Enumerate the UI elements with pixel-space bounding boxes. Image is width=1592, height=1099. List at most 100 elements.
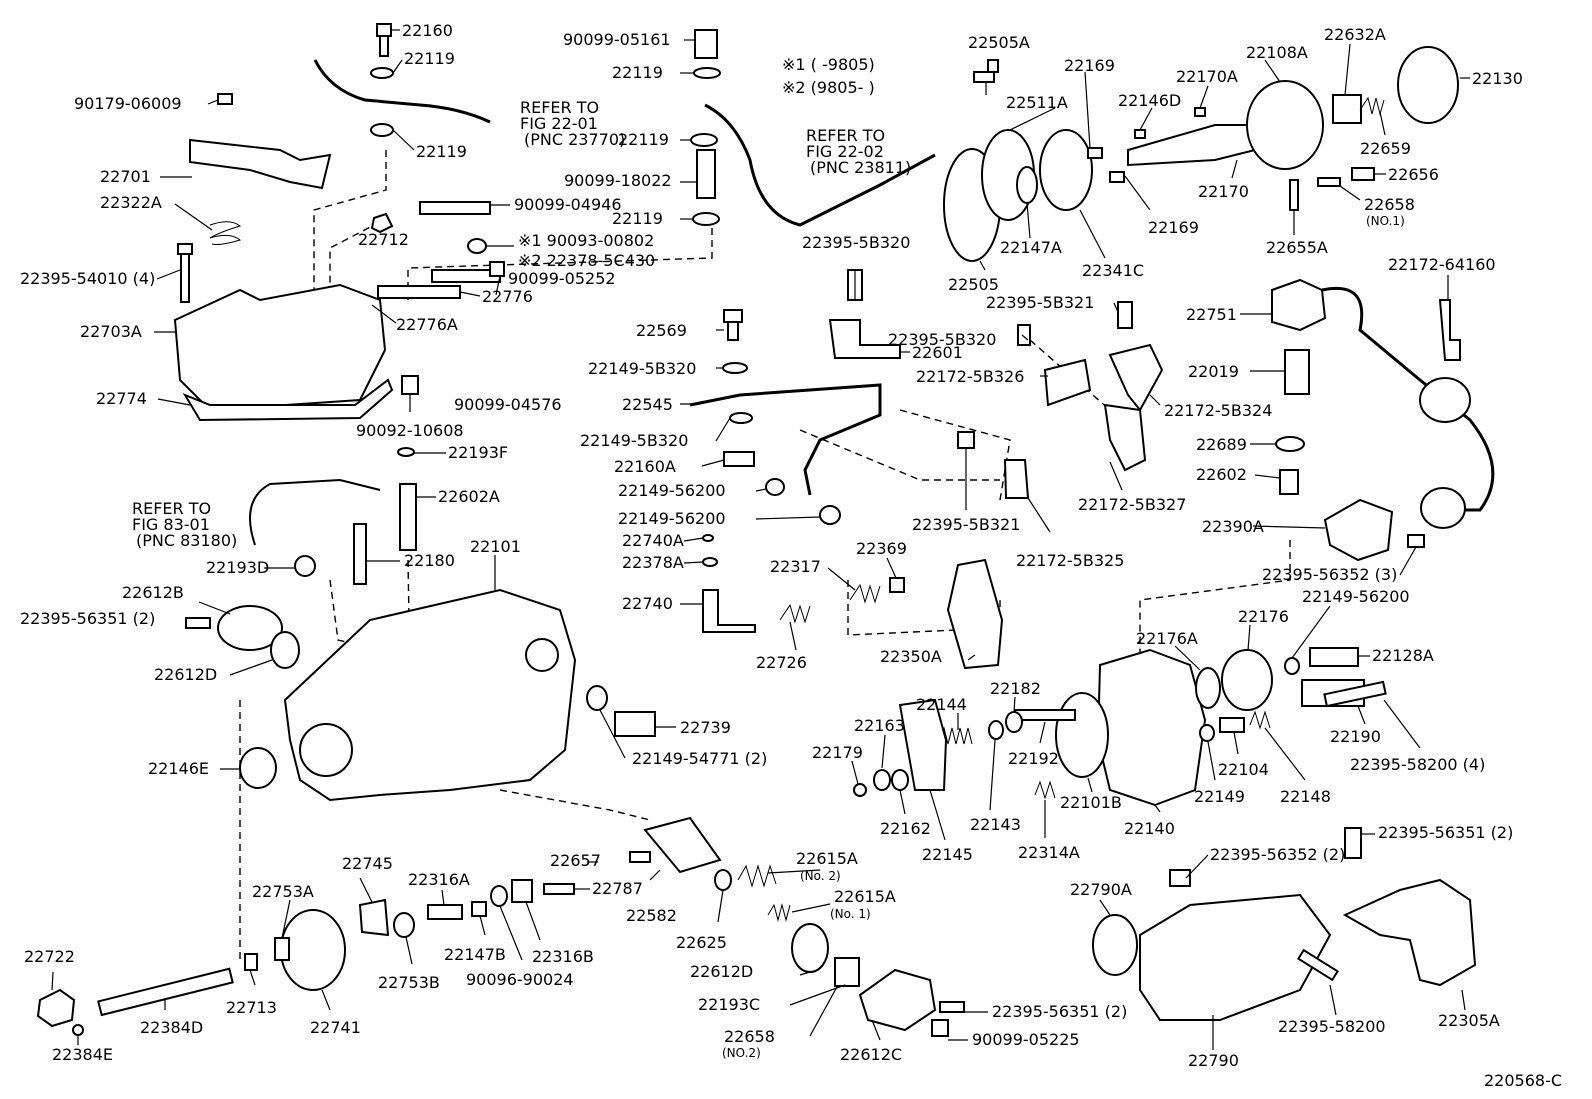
label-22179: 22179: [812, 743, 863, 762]
bracket-22601: [828, 319, 901, 359]
label-22119-c: 22119: [612, 63, 663, 82]
label-22378A: 22378A: [622, 553, 684, 572]
label-22712: 22712: [358, 230, 409, 249]
label-22751: 22751: [1186, 305, 1237, 324]
label-22130: 22130: [1472, 69, 1523, 88]
label-22740A: 22740A: [622, 531, 684, 550]
bolt-22395-58200-b: [1297, 948, 1339, 982]
cover-22612B: [217, 605, 283, 651]
label-90179-06009: 90179-06009: [74, 94, 182, 113]
bolt-22395-56351-c: [1344, 827, 1362, 859]
label-22143: 22143: [970, 815, 1021, 834]
governor-cover-22703A: [173, 283, 387, 412]
valve-22658-no2: [834, 957, 860, 987]
label-22395-5B320-b: 22395-5B320: [888, 330, 996, 349]
spring-22615A-no2: [737, 864, 777, 888]
weight-22632A: [1332, 94, 1362, 124]
washer-22182: [1005, 711, 1023, 733]
label-22101: 22101: [470, 537, 521, 556]
label-22149: 22149: [1194, 787, 1245, 806]
housing-22108A: [1246, 80, 1324, 170]
bolt-22395-5B321-b: [957, 431, 975, 449]
label-22169-a: 22169: [1064, 56, 1115, 75]
svg-text:(PNC 83180): (PNC 83180): [136, 531, 237, 550]
label-22119-d: 22119: [618, 130, 669, 149]
spring-22322A: [209, 221, 242, 245]
label-22163: 22163: [854, 716, 905, 735]
nut-90099-05225: [931, 1019, 949, 1037]
label-22656: 22656: [1388, 165, 1439, 184]
pin-22658: [1317, 177, 1341, 187]
label-22170: 22170: [1198, 182, 1249, 201]
label-22384D: 22384D: [140, 1018, 203, 1037]
label-22180: 22180: [404, 551, 455, 570]
bolt-22160A: [723, 451, 755, 467]
adjust-screw-22776: [377, 285, 461, 299]
fitting-22128A: [1309, 647, 1359, 667]
washer-22625: [714, 869, 732, 891]
gasket-22612D: [270, 631, 300, 669]
gasket-22147A: [1016, 166, 1038, 204]
label-22395-56352-b: 22395-56352 (2): [1210, 845, 1345, 864]
label-22740: 22740: [622, 594, 673, 613]
label-22128A: 22128A: [1372, 646, 1434, 665]
label-22341C: 22341C: [1082, 261, 1144, 280]
bushing-22316B: [511, 879, 533, 903]
reference-note-fig-22-02: REFER TO FIG 22-02 (PNC 23811): [806, 126, 911, 177]
pin-22657: [629, 851, 651, 863]
spring-22615A-no1: [767, 903, 791, 922]
blade-22169-b: [1109, 171, 1125, 183]
label-22612D-b: 22612D: [690, 962, 753, 981]
label-22787: 22787: [592, 879, 643, 898]
washer-90179-06009: [217, 93, 233, 105]
screw-22369: [889, 577, 905, 593]
label-22722: 22722: [24, 947, 75, 966]
label-22119-b: 22119: [416, 142, 467, 161]
ring-22741: [280, 909, 346, 991]
nut-22722: [36, 988, 76, 1028]
figure-code: 220568-C: [1484, 1071, 1562, 1090]
gasket-22149-54771: [586, 685, 608, 711]
label-22149-56200-b: 22149-56200: [618, 509, 726, 528]
label-22314A: 22314A: [1018, 843, 1080, 862]
label-22176A: 22176A: [1136, 629, 1198, 648]
label-22655A: 22655A: [1266, 238, 1328, 257]
shim-22163: [873, 769, 891, 791]
label-22615A-no2-note: (No. 2): [800, 869, 841, 883]
part-number-labels: 22160 22119 22119 90179-06009 22701 2232…: [20, 21, 1562, 1090]
oring-22689: [1275, 436, 1305, 452]
gasket-22149-5B320-b: [729, 412, 753, 424]
legend-line-2: ※2 (9805- ): [782, 78, 875, 97]
housing-port: [525, 638, 559, 672]
gasket-22774: [182, 378, 394, 422]
label-22658-no2-note: (NO.2): [722, 1046, 761, 1060]
label-22395-56351-c: 22395-56351 (2): [1378, 823, 1513, 842]
gasket-22149-5B320-a: [722, 362, 748, 374]
sensor-harness-83-01: [249, 478, 381, 546]
label-22172-5B325: 22172-5B325: [1016, 551, 1124, 570]
spring-22726: [779, 603, 811, 624]
key-22170A: [1194, 107, 1206, 117]
key-22146D: [1134, 129, 1146, 139]
label-22395-56351-b: 22395-56351 (2): [992, 1002, 1127, 1021]
label-90092-10608: 90092-10608: [356, 421, 464, 440]
label-22776A: 22776A: [396, 315, 458, 334]
pin-22656: [1351, 167, 1375, 181]
label-22713: 22713: [226, 998, 277, 1017]
spring-22317: [849, 583, 881, 604]
label-22689: 22689: [1196, 435, 1247, 454]
label-22602A: 22602A: [438, 487, 500, 506]
label-22511A: 22511A: [1006, 93, 1068, 112]
label-22395-54010: 22395-54010 (4): [20, 269, 155, 288]
bolt-22395-5B321-a: [1117, 301, 1133, 329]
gasket-22119-d: [690, 133, 718, 147]
label-22612C: 22612C: [840, 1045, 902, 1064]
svg-text:FIG 22-02: FIG 22-02: [806, 142, 884, 161]
pump-housing-22101: [283, 588, 577, 802]
label-22395-56351-a: 22395-56351 (2): [20, 609, 155, 628]
label-22322A: 22322A: [100, 193, 162, 212]
label-22602: 22602: [1196, 465, 1247, 484]
gasket-22149-56200-c: [1284, 657, 1300, 675]
label-22790A: 22790A: [1070, 880, 1132, 899]
valve-90099-18022: [696, 149, 716, 199]
